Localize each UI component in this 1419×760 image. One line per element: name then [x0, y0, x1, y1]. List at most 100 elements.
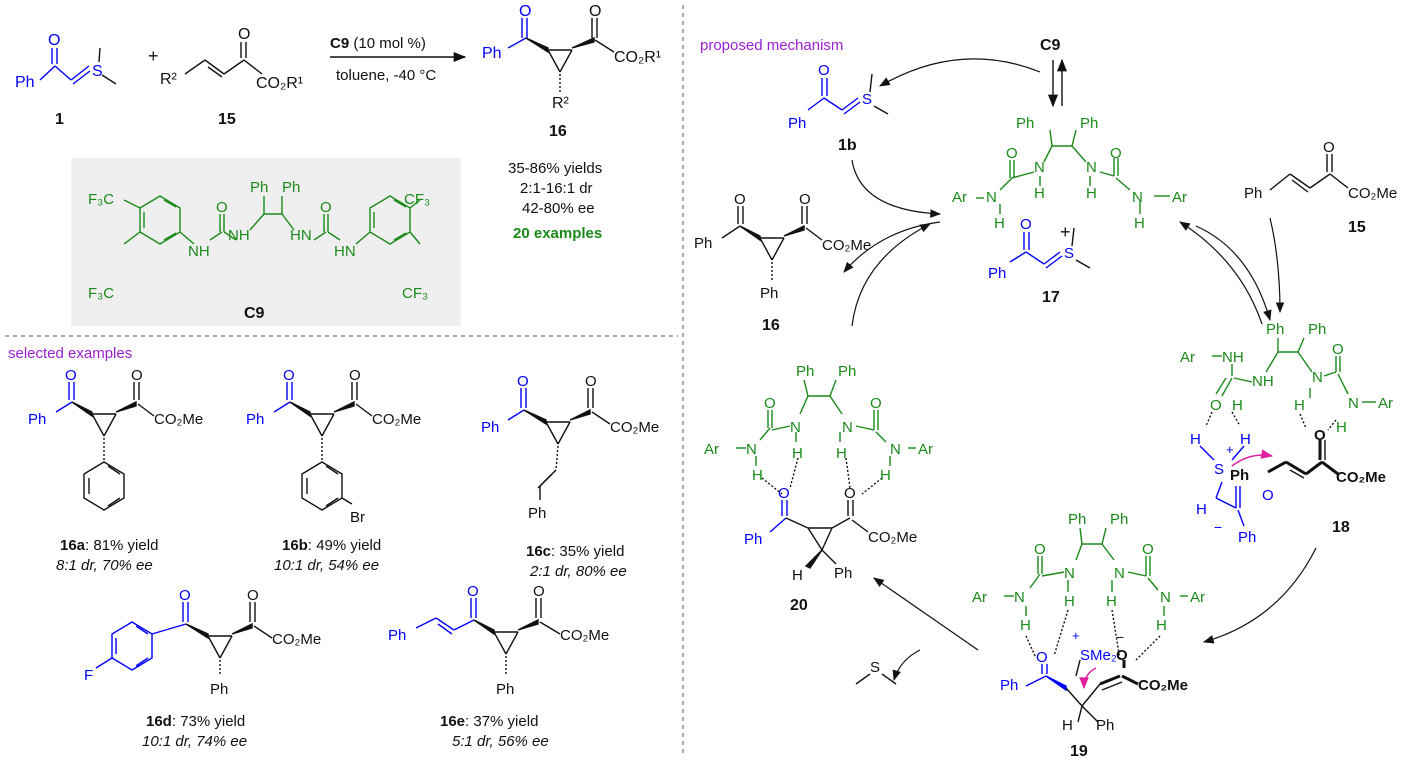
atom-s: S [1064, 245, 1074, 262]
examples-count: 20 examples [513, 225, 602, 242]
example-16b-selectivity: 10:1 dr, 54% ee [274, 557, 379, 574]
atom-o: O [467, 583, 479, 600]
atom-ph: Ph [482, 45, 502, 62]
atom-o: O [1262, 487, 1274, 504]
atom-o: O [519, 3, 531, 20]
example-16d-selectivity: 10:1 dr, 74% ee [142, 733, 247, 750]
atom-ph: Ph [694, 235, 712, 252]
example-16d-yield-value: : 73% yield [172, 713, 245, 730]
atom-ph: Ph [496, 681, 514, 698]
atom-ph: Ph [28, 411, 46, 428]
ee-range: 42-80% ee [522, 200, 595, 217]
mech-product-complex-label: 20 [790, 597, 808, 614]
plus-sign: + [148, 46, 159, 66]
atom-co2me: CO₂Me [372, 411, 421, 428]
atom-co2me: CO₂Me [154, 411, 203, 428]
atom-o: O [799, 191, 811, 208]
atom-f3c: F₃C [88, 285, 114, 302]
atom-o: O [870, 395, 882, 412]
example-16a-structure [55, 382, 155, 511]
dimethyl-sulfide [855, 673, 897, 685]
intermediate-19-structure [1004, 527, 1188, 723]
atom-ph: Ph [1080, 115, 1098, 132]
atom-ph: Ph [246, 411, 264, 428]
example-16a-yield-value: : 81% yield [85, 537, 158, 554]
atom-o: O [1210, 397, 1222, 414]
example-16b-id: 16b [282, 537, 308, 554]
catalyst-name: C9 [330, 35, 349, 52]
atom-nh: NH [228, 227, 250, 244]
mechanism-heading: proposed mechanism [700, 37, 843, 54]
atom-o: O [216, 199, 228, 216]
atom-h: H [1086, 185, 1097, 202]
atom-ph: Ph [1016, 115, 1034, 132]
atom-h: H [1062, 717, 1073, 734]
atom-co2r1: CO₂R¹ [614, 49, 661, 66]
atom-r2: R² [552, 95, 570, 112]
atom-ar: Ar [972, 589, 987, 606]
atom-nh: NH [188, 243, 210, 260]
atom-o: O [533, 583, 545, 600]
atom-h: H [1134, 215, 1145, 232]
atom-ph: Ph [388, 627, 406, 644]
example-16a-id: 16a [60, 537, 86, 554]
atom-h: H [1156, 617, 1167, 634]
atom-ph: Ph [1000, 677, 1018, 694]
product-16-mech [721, 206, 823, 280]
atom-co2me: CO₂Me [1336, 469, 1386, 486]
atom-h: H [1106, 593, 1117, 610]
atom-smearch: SMe₂ [1080, 647, 1117, 664]
atom-o: O [247, 587, 259, 604]
atom-ph: Ph [250, 179, 268, 196]
atom-ar: Ar [918, 441, 933, 458]
example-16b-yield: 16b: 49% yield [282, 537, 381, 554]
atom-h: H [1064, 593, 1075, 610]
atom-ph: Ph [528, 505, 546, 522]
catalyst-box [71, 158, 461, 326]
example-16b-structure [273, 382, 373, 511]
atom-n: N [746, 441, 757, 458]
arrow-15-to-18 [1269, 217, 1285, 314]
atom-ph: Ph [744, 531, 762, 548]
arrow-sme2-release [892, 649, 921, 682]
enone-15-mech [1269, 154, 1349, 193]
ylide-1 [39, 47, 117, 85]
selected-examples-heading: selected examples [8, 345, 132, 362]
atom-br: Br [350, 509, 365, 526]
atom-ph: Ph [988, 265, 1006, 282]
product-complex-20-structure [736, 379, 916, 569]
compound-15-label: 15 [218, 111, 236, 128]
atom-hn: HN [334, 243, 356, 260]
atom-nh: NH [1252, 373, 1274, 390]
atom-ar: Ar [1190, 589, 1205, 606]
example-16d-id: 16d [146, 713, 172, 730]
mech-plus-sign: + [1060, 222, 1071, 242]
arrow-18-to-19 [1202, 547, 1317, 644]
atom-o: O [1142, 541, 1154, 558]
atom-h: H [1232, 397, 1243, 414]
atom-ph: Ph [1308, 321, 1326, 338]
product-16-structure [507, 18, 615, 92]
arrow-18-to-17 [1179, 221, 1263, 325]
enone-15 [184, 42, 263, 78]
conditions-catalyst: C9 (10 mol %) [330, 35, 426, 52]
atom-ph: Ph [1230, 467, 1249, 484]
example-16e-yield-value: : 37% yield [465, 713, 538, 730]
atom-n: N [790, 419, 801, 436]
atom-n: N [1034, 159, 1045, 176]
atom-n: N [1086, 159, 1097, 176]
ylide-17 [1009, 227, 1091, 269]
mech-substrate-label: 15 [1348, 219, 1366, 236]
atom-ph: Ph [481, 419, 499, 436]
atom-n: N [1114, 565, 1125, 582]
atom-r2: R² [160, 71, 178, 88]
atom-ar: Ar [1378, 395, 1393, 412]
arrow-17-to-18 [1195, 225, 1272, 322]
atom-cf3: CF₃ [404, 191, 430, 208]
atom-ph: Ph [15, 74, 35, 91]
atom-ph: Ph [210, 681, 228, 698]
atom-n: N [1014, 589, 1025, 606]
catalyst-17-structure [976, 129, 1170, 214]
atom-o: O [585, 373, 597, 390]
